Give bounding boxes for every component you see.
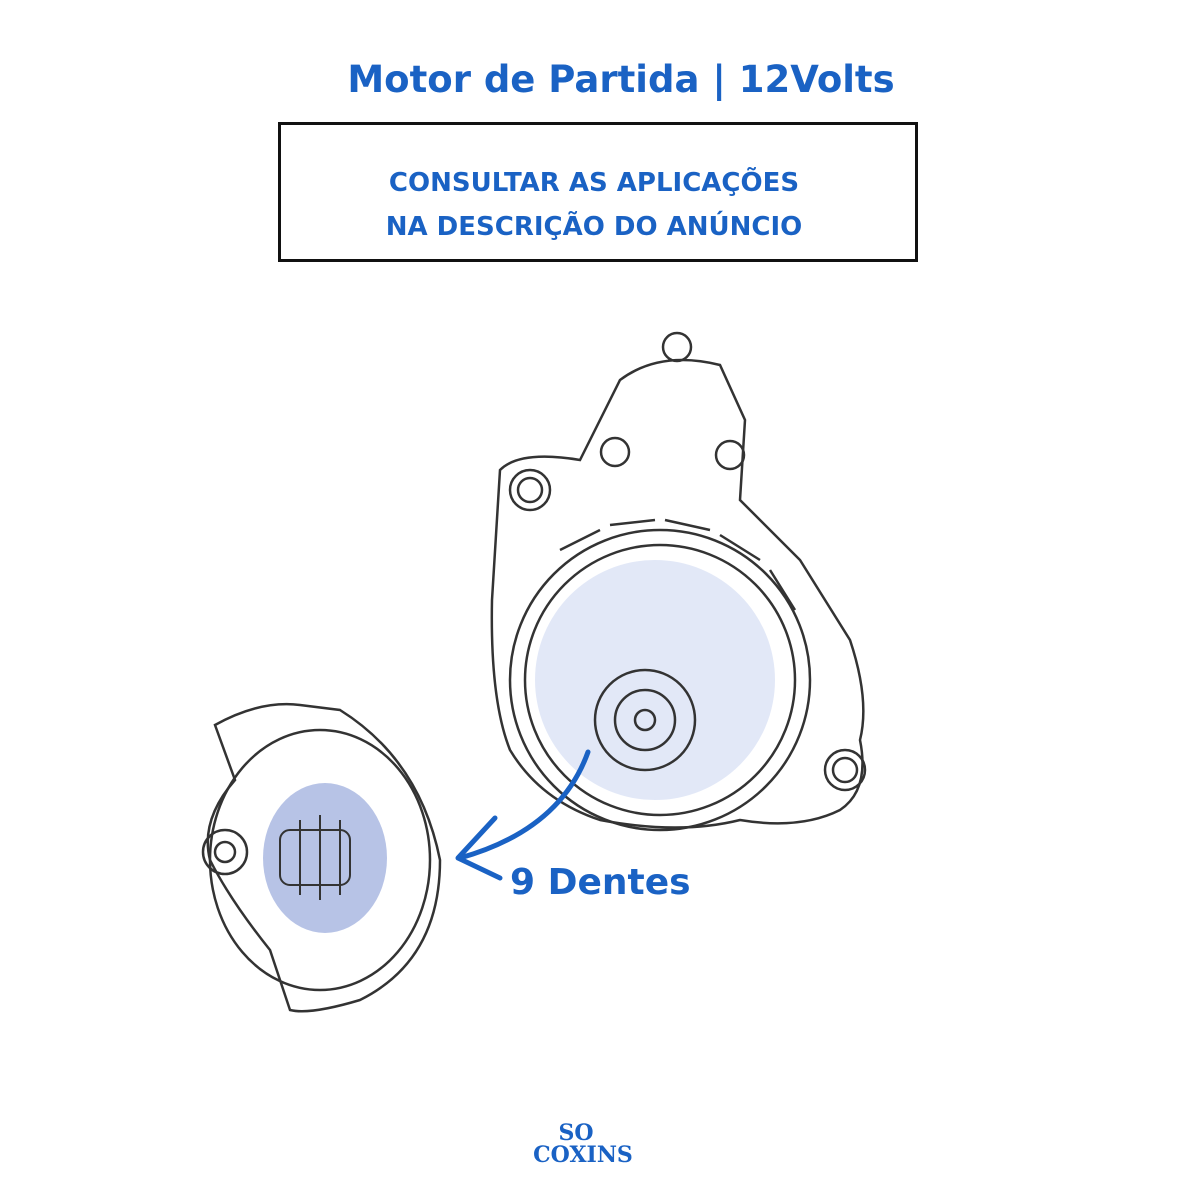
svg-text:SO: SO [558,1120,593,1146]
callout-arrow [457,749,591,861]
notice-line-2: NA DESCRIÇÃO DO ANÚNCIO [385,212,803,242]
arrowhead-icon [455,815,503,881]
svg-text:COXINS: COXINS [533,1142,633,1166]
motor-face-highlight [535,560,775,800]
brand-logo: SO COXINS [533,1120,633,1166]
notice-line-1: CONSULTAR AS APLICAÇÕES [388,168,800,198]
page-title: Motor de Partida | 12Volts [347,58,895,101]
motor-housing [490,358,865,829]
notice-box: CONSULTAR AS APLICAÇÕES NA DESCRIÇÃO DO … [278,122,918,262]
teeth-count-label: 9 Dentes [510,862,691,903]
pinion-highlight [263,783,387,933]
